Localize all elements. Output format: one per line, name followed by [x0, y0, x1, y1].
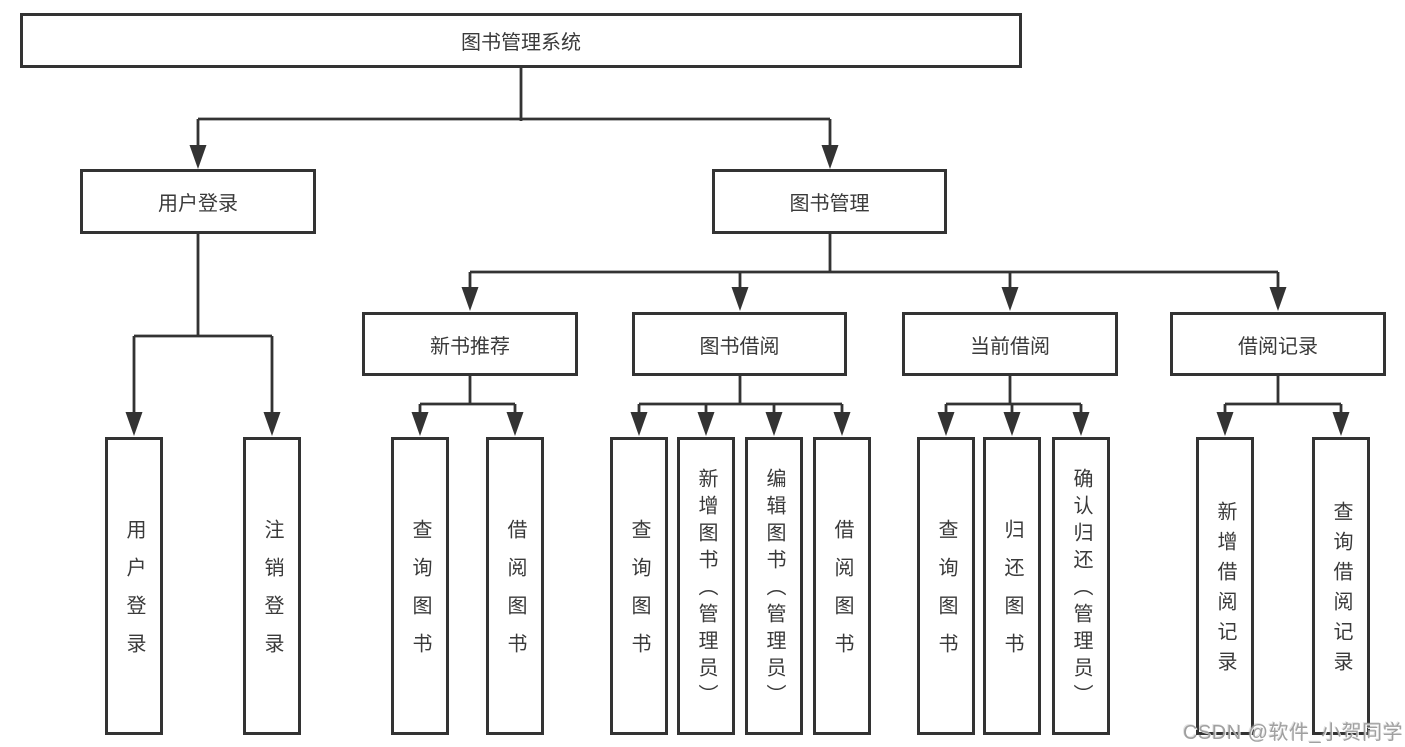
leaf-current-query-books: 查询图书 — [917, 437, 975, 735]
arrowhead — [1216, 412, 1234, 436]
node-label: 新增借阅记录 — [1214, 501, 1236, 681]
node-label: 借阅图书 — [831, 519, 853, 671]
node-label: 用户登录 — [158, 193, 238, 215]
node-label: 图书借阅 — [699, 335, 780, 358]
arrowhead — [821, 145, 839, 169]
node-label: 用户登录 — [123, 519, 145, 671]
node-label: 新书推荐 — [430, 335, 510, 358]
arrowhead — [1001, 287, 1019, 311]
arrowhead — [125, 412, 143, 436]
arrowheads — [125, 145, 1350, 436]
arrowhead — [697, 412, 715, 436]
node-book-management: 图书管理 — [712, 169, 947, 234]
node-label: 归还图书 — [1001, 519, 1023, 671]
leaf-recommend-query-books: 查询图书 — [391, 437, 449, 735]
leaf-add-borrow-record: 新增借阅记录 — [1196, 437, 1254, 735]
node-label: 借阅记录 — [1238, 335, 1318, 358]
leaf-return-books: 归还图书 — [983, 437, 1041, 735]
tree-edges — [132, 68, 1343, 415]
node-library-management-system: 图书管理系统 — [20, 13, 1022, 68]
node-label: 查询图书 — [628, 519, 650, 671]
node-label: 图书管理 — [789, 193, 870, 215]
node-label: 注销登录 — [261, 519, 283, 671]
node-book-borrow: 图书借阅 — [632, 312, 847, 376]
arrowhead — [937, 412, 955, 436]
node-new-book-recommend: 新书推荐 — [362, 312, 578, 376]
arrowhead — [411, 412, 429, 436]
arrowhead — [765, 412, 783, 436]
node-label: 确认归还（管理员） — [1070, 468, 1092, 711]
arrowhead — [189, 145, 207, 169]
leaf-add-books-admin: 新增图书（管理员） — [677, 437, 735, 735]
node-user-login: 用户登录 — [80, 169, 316, 234]
leaf-user-login: 用户登录 — [105, 437, 163, 735]
arrowhead — [1003, 412, 1021, 436]
node-label: 编辑图书（管理员） — [763, 468, 785, 711]
arrowhead — [461, 287, 479, 311]
leaf-recommend-borrow-books: 借阅图书 — [486, 437, 544, 735]
leaf-logout: 注销登录 — [243, 437, 301, 735]
node-borrow-record: 借阅记录 — [1170, 312, 1386, 376]
node-label: 查询借阅记录 — [1330, 501, 1352, 681]
node-current-borrow: 当前借阅 — [902, 312, 1118, 376]
node-label: 当前借阅 — [970, 335, 1050, 358]
arrowhead — [263, 412, 281, 436]
arrowhead — [731, 287, 749, 311]
arrowhead — [1072, 412, 1090, 436]
leaf-query-borrow-record: 查询借阅记录 — [1312, 437, 1370, 735]
node-label: 图书管理系统 — [461, 32, 581, 54]
csdn-watermark: CSDN @软件_小贺同学 — [1183, 722, 1404, 744]
arrowhead — [506, 412, 524, 436]
arrowhead — [1269, 287, 1287, 311]
node-label: 查询图书 — [935, 519, 957, 671]
leaf-borrow-query-books: 查询图书 — [610, 437, 668, 735]
node-label: 借阅图书 — [504, 519, 526, 671]
arrowhead — [833, 412, 851, 436]
arrowhead — [630, 412, 648, 436]
leaf-confirm-return-admin: 确认归还（管理员） — [1052, 437, 1110, 735]
node-label: 新增图书（管理员） — [695, 468, 717, 711]
leaf-edit-books-admin: 编辑图书（管理员） — [745, 437, 803, 735]
leaf-borrow-books: 借阅图书 — [813, 437, 871, 735]
arrowhead — [1332, 412, 1350, 436]
node-label: 查询图书 — [409, 519, 431, 671]
